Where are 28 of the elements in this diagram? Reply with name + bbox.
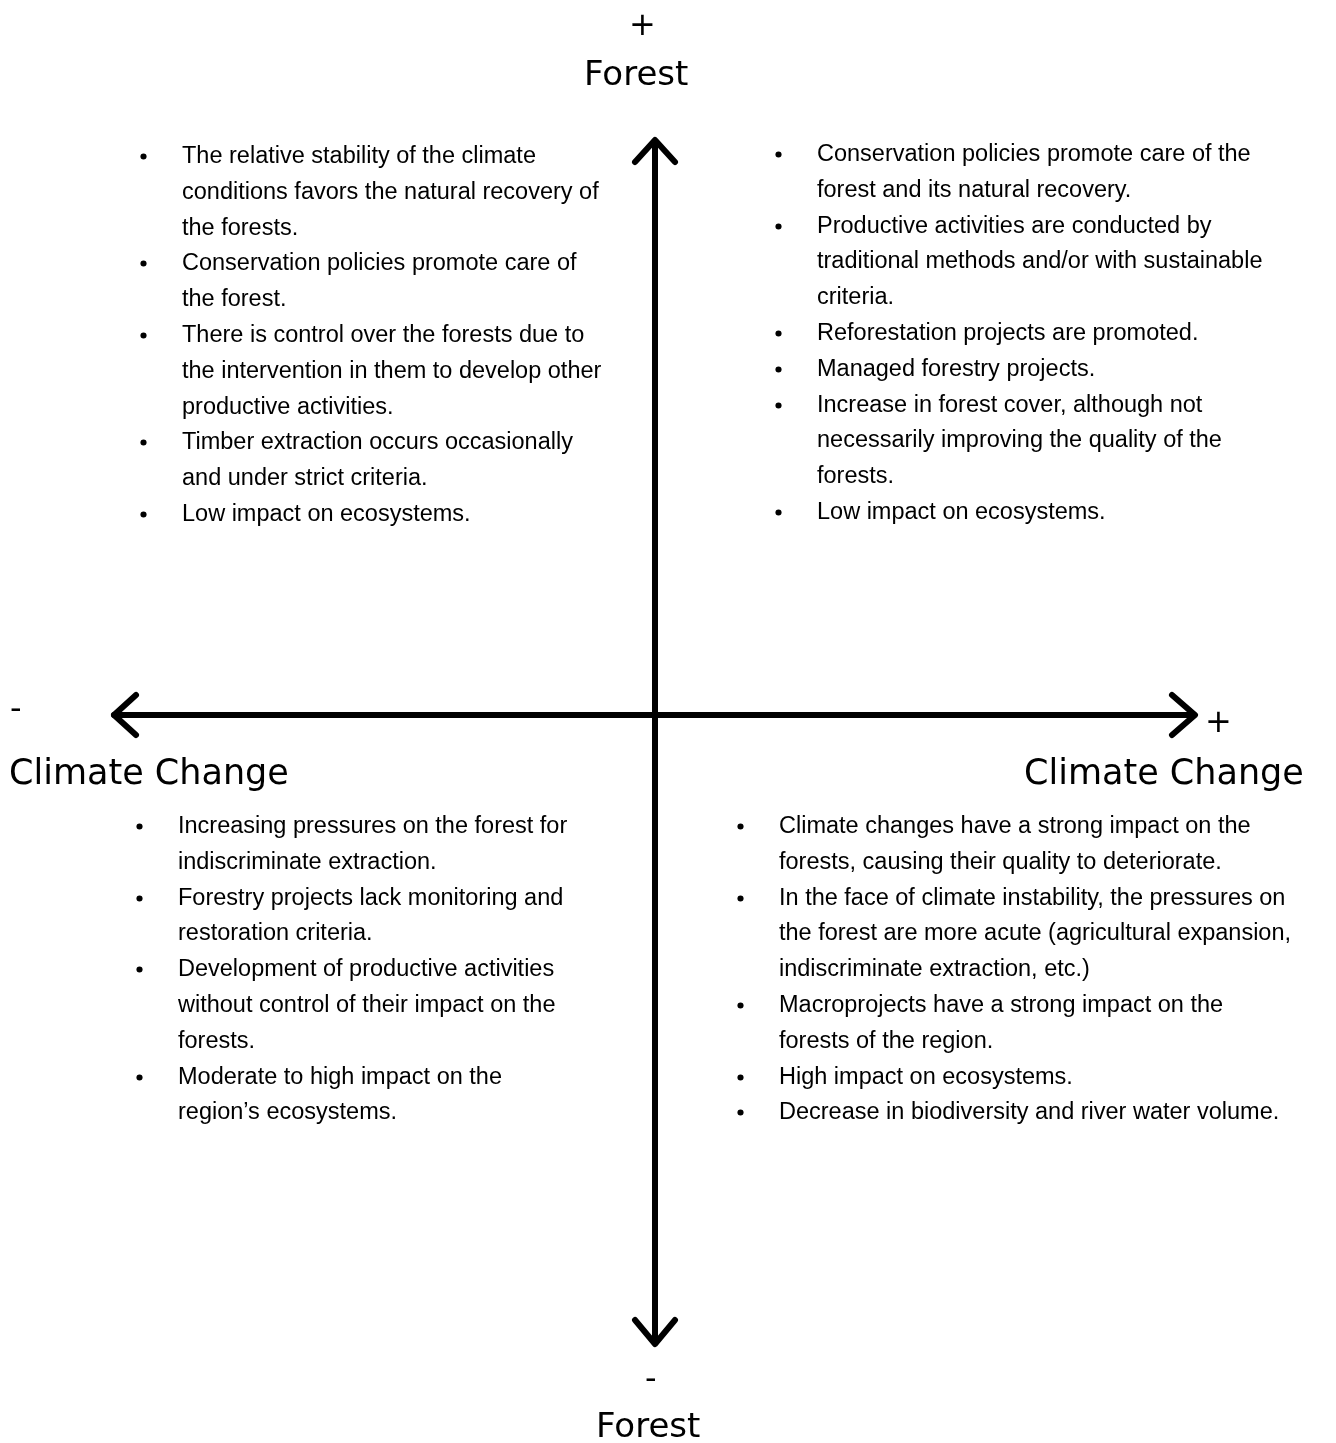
axis-label: Forest <box>584 56 689 90</box>
bullet-text: Low impact on ecosystems. <box>182 499 471 526</box>
axis-label: Climate Change <box>1024 755 1304 790</box>
bullet-text: Forestry projects lack monitoring and restoration criteria. <box>178 883 564 946</box>
bullet-text: Managed forestry projects. <box>817 354 1096 381</box>
bullet-text: Productive activities are conducted by traditional methods and/or with sustainable criteria. <box>817 211 1263 310</box>
axis-label: - <box>645 1362 657 1394</box>
bullet-text: Development of productive activities without control of their impact on the forests. <box>178 955 556 1053</box>
axis-label: + <box>1205 705 1232 737</box>
axis-label: + <box>629 8 656 40</box>
axis-label: Forest <box>596 1408 701 1442</box>
bullet-text: In the face of climate instability, the pressures on the forest are more acute (agricultural expansion, indiscriminate extraction, etc.) <box>779 883 1292 982</box>
bullet-text: Moderate to high impact on the region’s ecosystems. <box>178 1062 502 1125</box>
bullet-text: The relative stability of the climate conditions favors the natural recovery of the forests. <box>182 142 599 240</box>
bullet-text: Low impact on ecosystems. <box>817 497 1106 524</box>
bullet-text: Conservation policies promote care of the forest and its natural recovery. <box>817 140 1251 202</box>
bullet-text: Decrease in biodiversity and river water volume. <box>779 1098 1280 1125</box>
bullet-text: Climate changes have a strong impact on the forests, causing their quality to deteriorate. <box>779 812 1251 874</box>
bullet-text: Macroprojects have a strong impact on the forests of the region. <box>779 991 1224 1053</box>
bullet-text: Timber extraction occurs occasionally and under strict criteria. <box>182 428 573 491</box>
axis-label: - <box>10 692 22 724</box>
bullet-text: Reforestation projects are promoted. <box>817 319 1199 345</box>
axis-label: Climate Change <box>9 755 289 790</box>
bullet-text: There is control over the forests due to the intervention in them to develop other productive activities. <box>182 321 602 419</box>
bullet-text: Conservation policies promote care of the forest. <box>182 249 577 312</box>
bullet-text: High impact on ecosystems. <box>779 1062 1073 1089</box>
bullet-text: Increase in forest cover, although not necessarily improving the quality of the forests. <box>817 390 1222 489</box>
bullet-text: Increasing pressures on the forest for indiscriminate extraction. <box>178 812 568 874</box>
